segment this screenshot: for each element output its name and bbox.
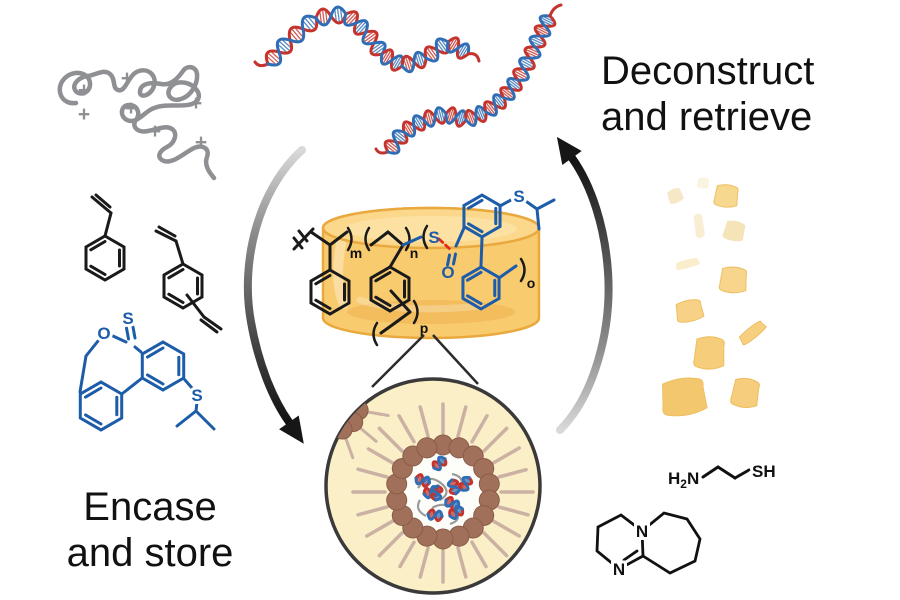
dbu-nitrogen-top-label: N [636, 522, 648, 541]
retrieve-cycle-arrow [556, 136, 613, 434]
deconstruct-line-2: and retrieve [601, 95, 813, 139]
amine-group-label: H2N [668, 469, 699, 491]
deconstructed-flakes [658, 176, 768, 419]
thione-sulfur-label: S [122, 309, 133, 328]
cationic-polymer-icon: + + + + + + + [57, 64, 217, 181]
repeat-n-label: n [410, 245, 419, 261]
plus-charge: + [125, 97, 137, 120]
encase-line-1: Encase [83, 485, 217, 529]
plus-charge: + [78, 79, 90, 102]
dna-strand-icon-1 [253, 4, 481, 76]
plus-charge: + [149, 120, 161, 143]
plus-charge: + [78, 103, 90, 126]
arrowhead-up [556, 136, 582, 165]
thiol-group-label: SH [752, 462, 776, 481]
cysteamine-structure: H2N SH [668, 459, 779, 491]
ring-oxygen-label: O [97, 324, 110, 343]
repeat-m-label: m [350, 245, 362, 261]
dna-strand-icon-2 [374, 3, 563, 159]
thioether-sulfur-label: S [513, 187, 524, 206]
deconstruct-and-retrieve-label: Deconstruct and retrieve [601, 48, 891, 140]
plus-charge: + [195, 131, 207, 154]
thioether-sulfur-label: S [191, 386, 202, 405]
polymer-coil-squiggle [57, 64, 217, 181]
network-polymer-structure: m n o p S O S [292, 184, 556, 347]
repeat-o-label: o [527, 275, 536, 291]
divinylbenzene-structure [154, 225, 223, 334]
encase-and-store-label: Encase and store [40, 484, 260, 576]
styrene-structure [84, 193, 126, 282]
magnifier-callout [324, 334, 542, 595]
carbonyl-oxygen-label: O [441, 263, 454, 282]
plus-charge: + [121, 67, 133, 90]
repeat-p-label: p [420, 320, 429, 336]
micelle-bead-shell [386, 434, 500, 550]
arrowhead-down [279, 415, 304, 444]
thioester-sulfur-label: S [428, 228, 439, 247]
positive-charge-icons: + + + + + + + [78, 67, 207, 154]
plus-charge: + [190, 92, 202, 115]
encapsulated-dna-tangle [413, 454, 475, 526]
encase-cycle-arrow [243, 146, 306, 444]
deconstruct-line-1: Deconstruct [601, 49, 815, 93]
dbu-nitrogen-bottom-label: N [613, 560, 625, 579]
thionolactone-structure: S O S [78, 306, 216, 432]
dbu-structure: N N [595, 511, 702, 582]
micelle-corona-tails [351, 402, 535, 584]
cleavable-bond-marks [437, 237, 454, 253]
encase-line-2: and store [66, 531, 234, 575]
